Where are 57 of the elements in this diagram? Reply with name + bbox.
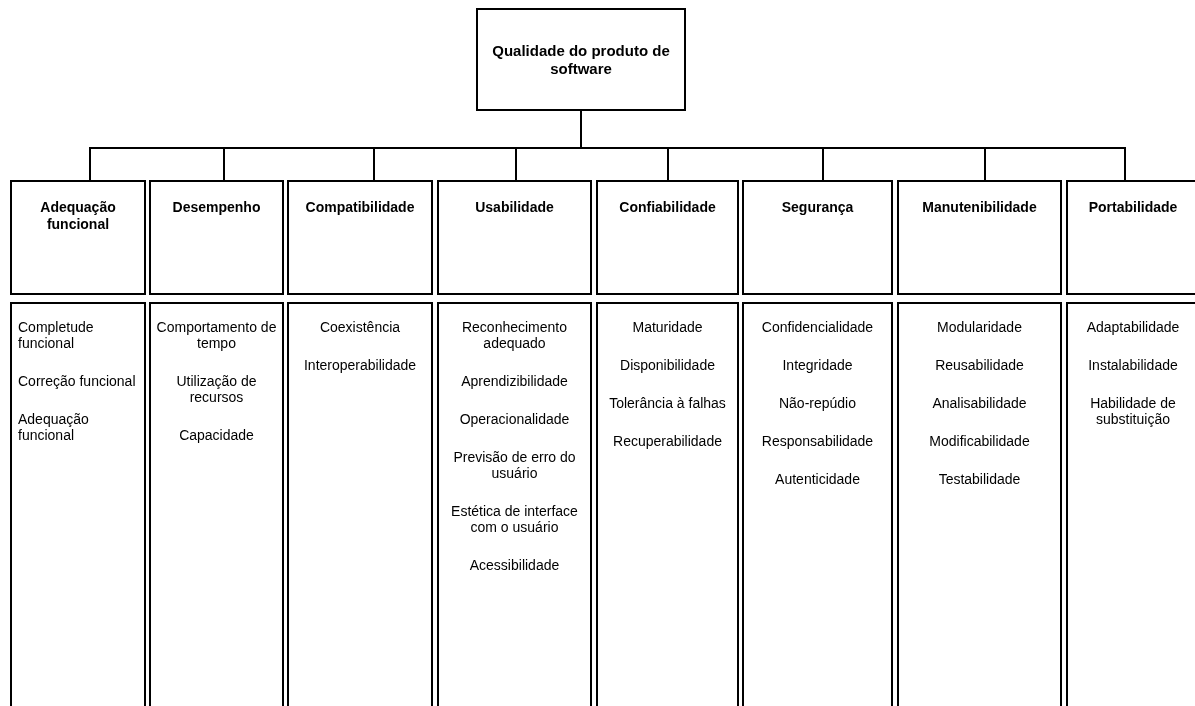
subcharacteristic-label: Disponibilidade	[619, 357, 716, 373]
category-title: Segurança	[781, 199, 854, 216]
subcharacteristic-label: Reconhecimento adequado	[460, 319, 569, 351]
subcharacteristic-label: Maturidade	[631, 319, 704, 335]
subcharacteristic-label: Completude funcional	[18, 319, 95, 351]
category-box	[596, 180, 739, 295]
root-title: Qualidade do produto de software	[491, 41, 671, 78]
subcharacteristic-label: Operacionalidade	[458, 411, 571, 427]
category-box	[897, 180, 1062, 295]
subcharacteristic-box	[149, 302, 284, 706]
category-box	[742, 180, 893, 295]
subcharacteristic-label: Comportamento de tempo	[155, 319, 278, 351]
category-title: Usabilidade	[475, 199, 554, 216]
category-box	[10, 180, 146, 295]
subcharacteristic-label: Interoperabilidade	[302, 357, 418, 373]
subcharacteristic-label: Confidencialidade	[760, 319, 875, 335]
subcharacteristic-box	[897, 302, 1062, 706]
category-title: Manutenibilidade	[922, 199, 1037, 216]
subcharacteristic-label: Não-repúdio	[777, 395, 858, 411]
category-title: Compatibilidade	[305, 199, 415, 216]
subcharacteristic-label: Habilidade de substituição	[1089, 395, 1177, 427]
subcharacteristic-label: Correção funcional	[18, 373, 137, 389]
subcharacteristic-label: Tolerância à falhas	[608, 395, 727, 411]
subcharacteristic-label: Estética de interface com o usuário	[450, 503, 579, 535]
subcharacteristic-label: Integridade	[781, 357, 854, 373]
subcharacteristic-label: Recuperabilidade	[612, 433, 723, 449]
subcharacteristic-box	[596, 302, 739, 706]
root-box	[476, 8, 686, 111]
category-title: Portabilidade	[1088, 199, 1178, 216]
subcharacteristic-box	[1066, 302, 1195, 706]
subcharacteristic-label: Capacidade	[178, 427, 255, 443]
category-box	[149, 180, 284, 295]
category-title: Confiabilidade	[619, 199, 716, 216]
subcharacteristic-label: Previsão de erro do usuário	[452, 449, 577, 481]
subcharacteristic-label: Reusabilidade	[934, 357, 1025, 373]
subcharacteristic-label: Autenticidade	[774, 471, 861, 487]
subcharacteristic-label: Modificabilidade	[928, 433, 1031, 449]
category-title: Adequação funcional	[39, 199, 117, 233]
subcharacteristic-label: Analisabilidade	[931, 395, 1028, 411]
subcharacteristic-label: Adequação funcional	[18, 411, 90, 443]
category-box	[437, 180, 592, 295]
subcharacteristic-label: Utilização de recursos	[175, 373, 258, 405]
category-box	[1066, 180, 1195, 295]
subcharacteristic-label: Modularidade	[936, 319, 1023, 335]
subcharacteristic-box	[742, 302, 893, 706]
subcharacteristic-label: Instalabilidade	[1087, 357, 1179, 373]
category-box	[287, 180, 433, 295]
subcharacteristic-label: Responsabilidade	[760, 433, 875, 449]
subcharacteristic-box	[10, 302, 146, 706]
subcharacteristic-label: Adaptabilidade	[1085, 319, 1181, 335]
subcharacteristic-label: Coexistência	[318, 319, 402, 335]
subcharacteristic-label: Aprendizibilidade	[460, 373, 569, 389]
category-title: Desempenho	[172, 199, 261, 216]
subcharacteristic-label: Acessibilidade	[468, 557, 561, 573]
subcharacteristic-label: Testabilidade	[937, 471, 1022, 487]
subcharacteristic-box	[437, 302, 592, 706]
subcharacteristic-box	[287, 302, 433, 706]
